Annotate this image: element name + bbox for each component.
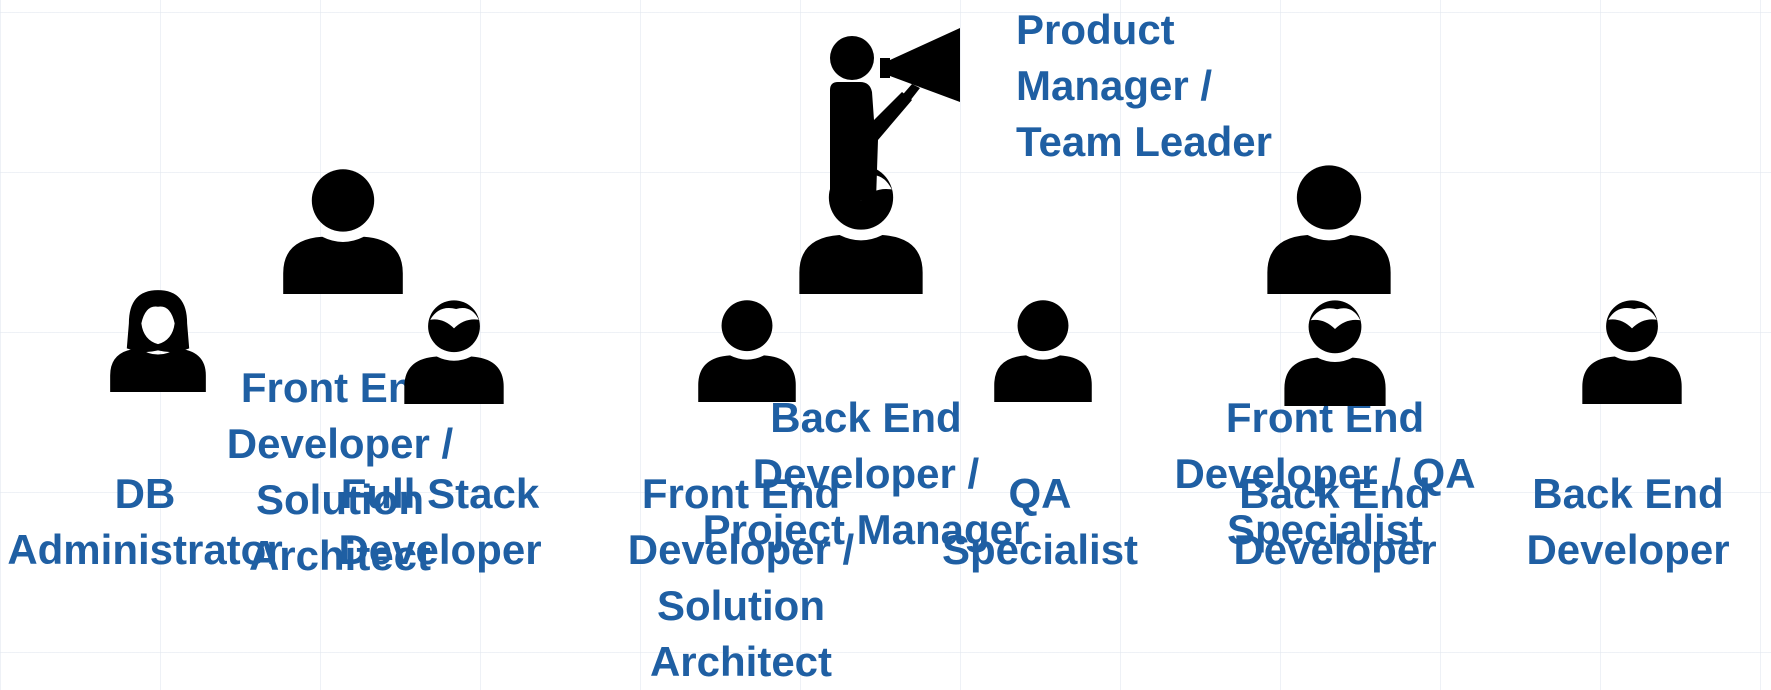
- person-male-icon: [1578, 296, 1686, 404]
- person-icon: [694, 296, 800, 402]
- person-megaphone-icon: [830, 28, 960, 200]
- role-label: Back End Developer: [1526, 470, 1730, 573]
- role-label: Front End Developer / QA Specialist: [1174, 394, 1476, 553]
- role-label: Front End Developer / Solution Architect: [226, 364, 454, 579]
- role-label: Full Stack Developer: [338, 470, 542, 573]
- person-icon: [1262, 160, 1396, 294]
- person-male-icon: [1280, 296, 1390, 406]
- role-label: Front End Developer / Solution Architect: [627, 470, 855, 685]
- role-label: Back End Developer / Project Manager: [702, 394, 1030, 553]
- person-icon: [278, 164, 408, 294]
- person-male-icon: [400, 296, 508, 404]
- role-label: DB Administrator: [7, 470, 283, 573]
- role-label: QA Specialist: [941, 470, 1139, 573]
- person-icon: [990, 296, 1096, 402]
- role-label: Back End Developer: [1233, 470, 1437, 573]
- role-label: Product Manager / Team Leader: [1016, 6, 1272, 165]
